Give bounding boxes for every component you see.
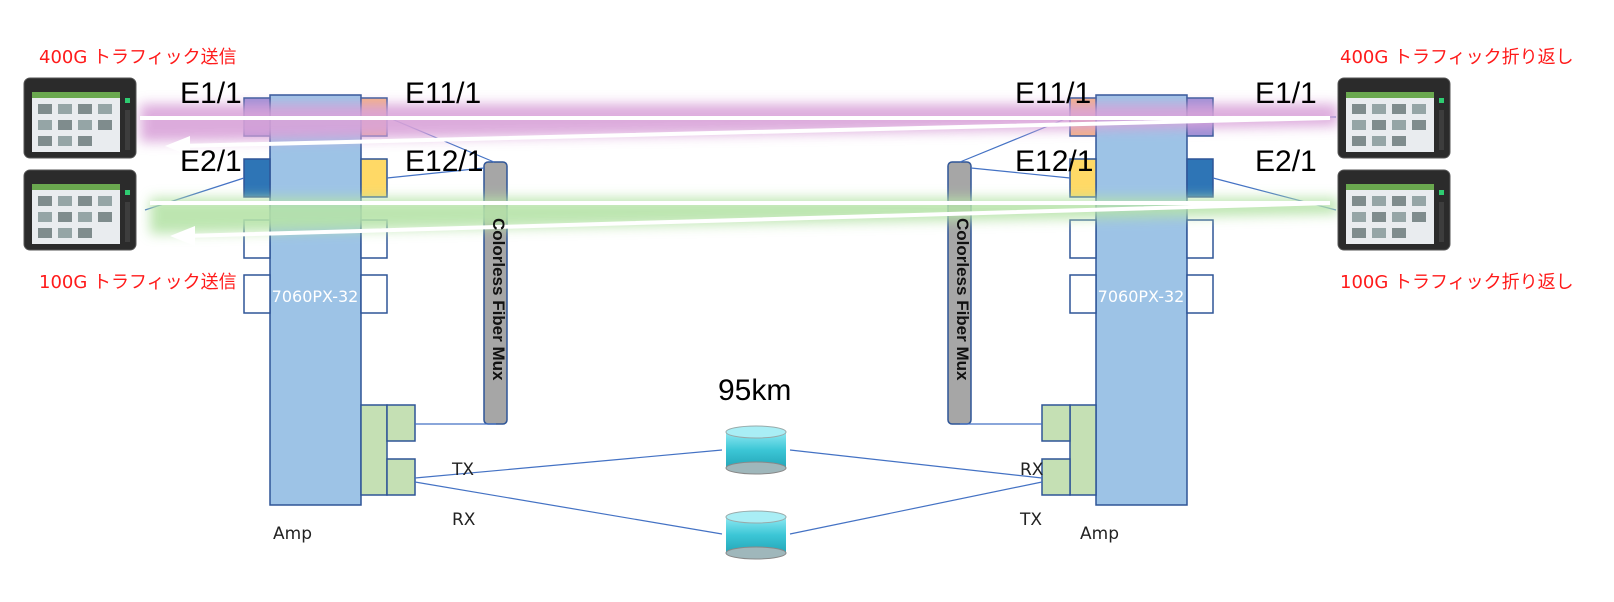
tester-left-100g bbox=[23, 169, 137, 251]
right-port-empty-3 bbox=[1186, 219, 1214, 259]
right-port-empty-1 bbox=[1069, 219, 1097, 259]
left-tx-label: TX bbox=[452, 460, 475, 480]
distance-label: 95km bbox=[718, 374, 792, 407]
right-rx-label: RX bbox=[1020, 460, 1044, 480]
right-port-e12-label: E12/1 bbox=[1015, 145, 1094, 178]
tester-left-400g bbox=[23, 77, 137, 159]
left-port-e12 bbox=[360, 158, 388, 198]
label-400g-tx: 400G トラフィック送信 bbox=[39, 47, 237, 68]
traffic-400g-band bbox=[140, 104, 1338, 142]
left-port-e2 bbox=[243, 158, 271, 198]
fiber-spool-top bbox=[725, 425, 787, 475]
right-switch bbox=[1041, 94, 1214, 506]
left-switch-body bbox=[269, 94, 362, 506]
left-amp-block bbox=[360, 404, 388, 496]
traffic-arrows bbox=[140, 116, 1331, 246]
fiber-spool-bottom bbox=[725, 510, 787, 560]
right-port-e2 bbox=[1186, 158, 1214, 198]
left-port-empty-4 bbox=[360, 274, 388, 314]
left-port-empty-2 bbox=[243, 274, 271, 314]
right-tx-label: TX bbox=[1020, 510, 1043, 530]
label-400g-loopback: 400G トラフィック折り返し bbox=[1340, 47, 1574, 68]
left-amp-rx bbox=[386, 458, 416, 496]
tester-right-400g bbox=[1337, 77, 1451, 159]
label-100g-loopback: 100G トラフィック折り返し bbox=[1340, 272, 1574, 293]
left-rx-label: RX bbox=[452, 510, 476, 530]
tester-right-100g bbox=[1337, 169, 1451, 251]
right-switch-model: 7060PX-32 bbox=[1097, 287, 1185, 306]
left-port-e12-label: E12/1 bbox=[405, 145, 484, 178]
right-port-e2-label: E2/1 bbox=[1255, 145, 1317, 178]
right-amp-rx bbox=[1041, 404, 1071, 442]
right-amp-label: Amp bbox=[1080, 524, 1119, 544]
traffic-100g-band bbox=[150, 198, 1338, 234]
left-amp-tx bbox=[386, 404, 416, 442]
right-port-e1-label: E1/1 bbox=[1255, 77, 1317, 110]
right-amp-block bbox=[1069, 404, 1097, 496]
left-port-e11-label: E11/1 bbox=[405, 77, 482, 110]
right-mux-label: Colorless Fiber Mux bbox=[953, 218, 972, 381]
right-port-e11-label: E11/1 bbox=[1015, 77, 1092, 110]
right-fiber-mux bbox=[947, 161, 972, 425]
right-switch-body bbox=[1095, 94, 1188, 506]
right-amp-tx bbox=[1041, 458, 1071, 496]
right-port-e12 bbox=[1069, 158, 1097, 198]
left-port-e1-label: E1/1 bbox=[180, 77, 242, 110]
right-port-empty-2 bbox=[1069, 274, 1097, 314]
left-amp-label: Amp bbox=[273, 524, 312, 544]
right-port-empty-4 bbox=[1186, 274, 1214, 314]
left-port-e2-label: E2/1 bbox=[180, 145, 242, 178]
left-switch-model: 7060PX-32 bbox=[271, 287, 359, 306]
label-100g-tx: 100G トラフィック送信 bbox=[39, 272, 237, 293]
left-mux-label: Colorless Fiber Mux bbox=[489, 218, 508, 381]
